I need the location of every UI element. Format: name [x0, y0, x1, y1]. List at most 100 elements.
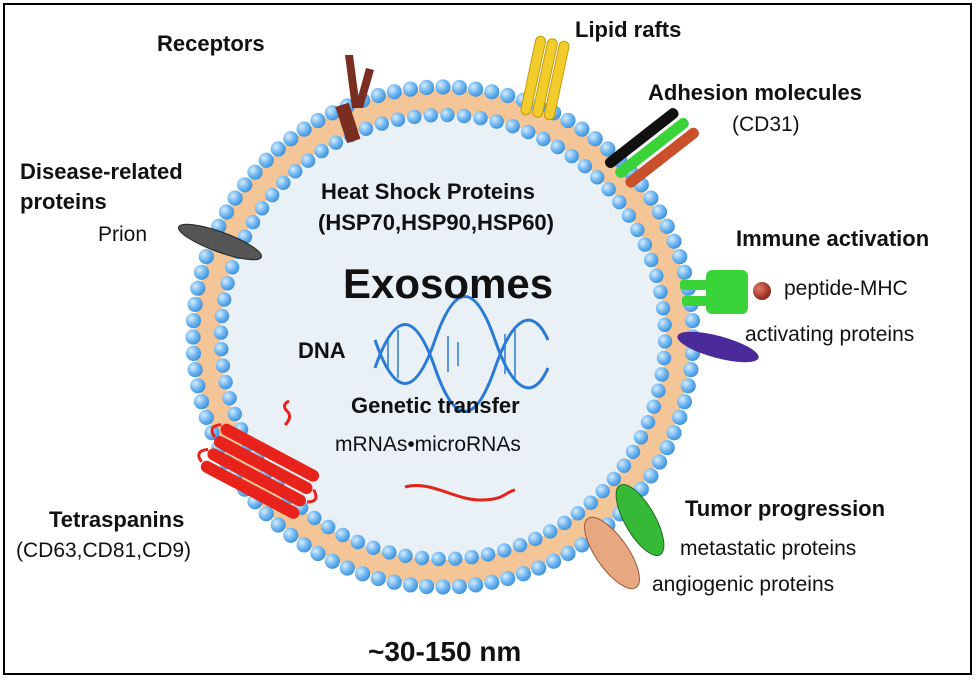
lipid-bead [185, 313, 202, 329]
vesicle-interior [220, 114, 666, 560]
lipid-bead [222, 391, 237, 406]
lipid-bead [643, 190, 659, 206]
lipid-bead [644, 252, 659, 268]
lipid-bead [484, 574, 500, 590]
dna-rungs [387, 330, 516, 378]
adhesion-molecule-icon [604, 108, 699, 188]
lipid-bead [659, 218, 675, 234]
lipid-bead [314, 143, 329, 159]
lipid-bead [655, 301, 671, 316]
heat-shock-proteins-label: Heat Shock Proteins [321, 179, 535, 204]
rnas-label: mRNAs•microRNAs [335, 433, 521, 456]
size-label: ~30-150 nm [368, 636, 522, 667]
lipid-bead [374, 116, 389, 131]
lipid-bead [217, 292, 232, 307]
activating-proteins-label: activating proteins [745, 323, 915, 346]
lipid-bead [431, 551, 446, 567]
dna-helix-icon [373, 295, 550, 413]
lipid-bead [651, 383, 666, 398]
lipid-bead [505, 119, 520, 134]
lipid-bead [672, 249, 688, 265]
lipid-bead [386, 84, 402, 100]
lipid-bead [621, 208, 637, 223]
lipid-bead [606, 471, 621, 487]
lipid-bead [680, 378, 696, 394]
lipid-bead [265, 187, 280, 203]
lipid-bead [225, 260, 240, 275]
adhesion-cd31-label: (CD31) [732, 113, 800, 136]
lipid-bead [651, 454, 668, 470]
lipid-bead [185, 329, 201, 345]
lipid-bead [402, 577, 418, 593]
lipid-bead [386, 574, 402, 590]
lipid-bead [398, 548, 413, 563]
lipid-bead [366, 540, 381, 555]
lipid-bead [587, 131, 603, 147]
peptide-mhc-label: peptide-MHC [784, 277, 908, 300]
lipid-bead [218, 374, 233, 390]
lipid-bead [258, 152, 274, 168]
lipid-bead [666, 233, 682, 249]
lipid-bead [407, 109, 422, 125]
lipid-bead [531, 560, 547, 576]
lipid-bead [288, 164, 303, 179]
lipid-bead [646, 399, 661, 414]
lipid-bead [500, 87, 516, 104]
lipid-bead [560, 545, 576, 562]
lipid-bead [489, 114, 504, 129]
metastatic-protein-icon [615, 484, 665, 556]
lipid-bead [339, 560, 355, 576]
lipid-bead [220, 276, 235, 291]
lipid-bead [193, 264, 210, 280]
lipid-bead [464, 549, 479, 565]
lipid-bead [560, 112, 576, 129]
lipid-bead [676, 264, 693, 280]
lipid-bead [630, 222, 645, 238]
lipid-bead [355, 566, 371, 582]
genetic-transfer-label: Genetic transfer [351, 393, 520, 418]
lipid-bead [258, 506, 274, 522]
lipid-rafts-label: Lipid rafts [575, 17, 682, 42]
lipid-bead [564, 148, 579, 164]
prion-label: Prion [98, 223, 148, 246]
rna-strand-icon [404, 484, 516, 502]
lipid-bead [270, 141, 286, 157]
metastatic-proteins-label: metastatic proteins [680, 537, 857, 560]
lipid-bead [215, 358, 231, 373]
diagram-title: Exosomes [343, 260, 554, 307]
lipid-bead [536, 131, 551, 147]
lipid-bead [640, 415, 656, 430]
lipid-bead [590, 170, 605, 185]
lipid-bead [528, 531, 543, 547]
lipid-bead [595, 484, 610, 499]
lipid-bead [296, 121, 312, 137]
lipid-bead [414, 550, 430, 566]
lipid-bead [654, 367, 669, 382]
lipid-bead [190, 280, 206, 296]
lipid-bead [423, 108, 438, 123]
lipid-raft-icon [520, 35, 570, 121]
lipid-bead [198, 409, 214, 425]
lipid-bead [656, 350, 672, 366]
lipid-bead [643, 468, 659, 484]
lipid-bead [500, 570, 516, 587]
lipid-bead [187, 296, 203, 312]
immune-activation-label: Immune activation [736, 226, 930, 251]
lipid-bead [300, 153, 316, 168]
angiogenic-proteins-label: angiogenic proteins [652, 573, 835, 596]
lipid-bead [448, 551, 463, 566]
receptors-label: Receptors [157, 31, 265, 56]
receptor-icon [335, 55, 374, 144]
lipid-bead [358, 121, 374, 136]
lipid-bead [198, 249, 214, 265]
lipid-bead [190, 378, 206, 394]
peptide-mhc-icon [680, 270, 771, 314]
lipid-bead [247, 164, 263, 180]
lipid-bead [227, 406, 242, 422]
lipid-bead [307, 510, 322, 526]
lipid-bead [435, 579, 451, 595]
lipid-bead [270, 517, 286, 533]
lipid-bead [328, 135, 344, 150]
lipid-bead [218, 204, 235, 220]
